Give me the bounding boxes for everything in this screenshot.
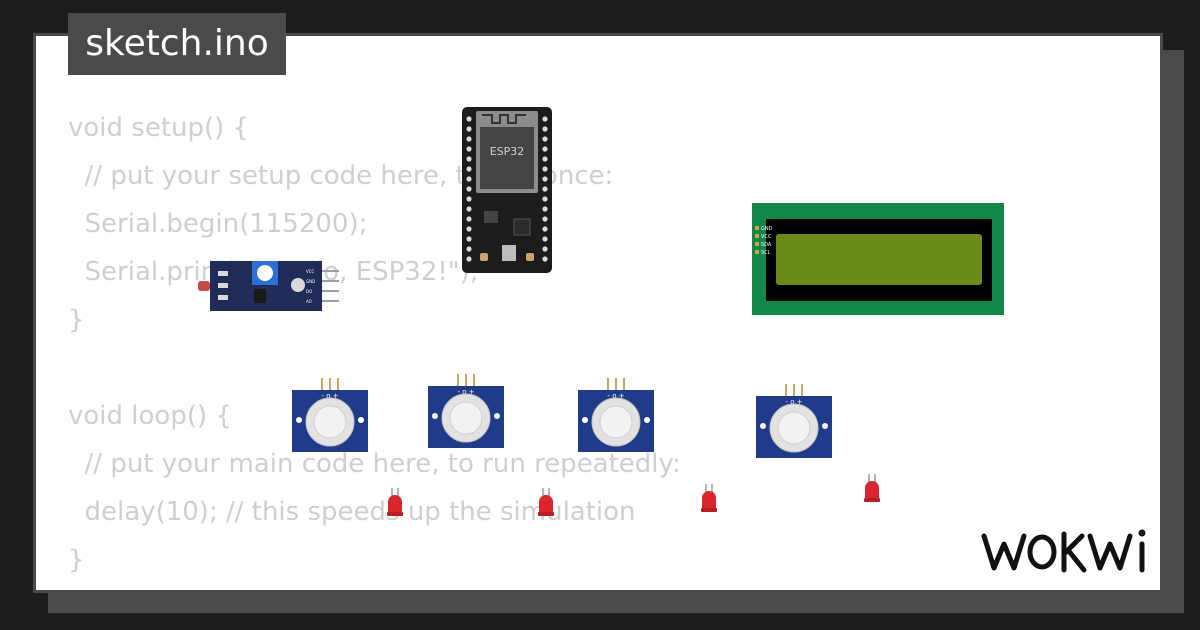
lcd-pin-label: GND [761, 226, 773, 232]
ldr-sensor-module[interactable]: VCC GND DO AO [198, 259, 340, 313]
ldr-pin-label: AO [306, 299, 312, 304]
code-line: void setup() { [68, 113, 250, 143]
red-led[interactable] [385, 488, 405, 518]
code-line: } [68, 545, 85, 575]
red-led[interactable] [862, 474, 882, 504]
pir-sensor[interactable]: - o + [292, 376, 368, 452]
ldr-pin-label: DO [306, 289, 312, 294]
code-line: Serial.begin(115200); [68, 209, 368, 239]
ldr-pin-label: GND [306, 279, 315, 284]
lcd-pin-label: VCC [761, 234, 772, 240]
pir-pin-labels: - o + [321, 392, 338, 400]
code-line: // put your main code here, to run repea… [68, 449, 681, 479]
pir-pin-labels: - o + [785, 398, 802, 406]
pir-sensor[interactable]: - o + [428, 372, 504, 448]
wokwi-logo [981, 529, 1146, 573]
red-led[interactable] [699, 484, 719, 514]
pir-sensor[interactable]: - o + [578, 376, 654, 452]
code-line: delay(10); // this speeds up the simulat… [68, 497, 636, 527]
code-editor[interactable]: void setup() { // put your setup code he… [68, 104, 681, 584]
lcd-pin-label: SDA [761, 242, 772, 248]
code-line: } [68, 305, 85, 335]
pir-sensor[interactable]: - o + [756, 382, 832, 458]
red-led[interactable] [536, 488, 556, 518]
ldr-pin-label: VCC [306, 269, 315, 274]
code-line: void loop() { [68, 401, 232, 431]
code-line: Serial.println("Hello, ESP32!"); [85, 257, 479, 287]
pir-pin-labels: - o + [607, 392, 624, 400]
pir-pin-labels: - o + [457, 388, 474, 396]
file-tab[interactable]: sketch.ino [68, 13, 286, 75]
esp32-label: ESP32 [490, 145, 525, 158]
lcd-pin-label: SCL [761, 250, 771, 256]
lcd-display[interactable]: GND VCC SDA SCL [752, 203, 1004, 315]
code-line: // put your setup code here, to run once… [68, 161, 614, 191]
esp32-board[interactable]: ESP32 [462, 107, 552, 273]
